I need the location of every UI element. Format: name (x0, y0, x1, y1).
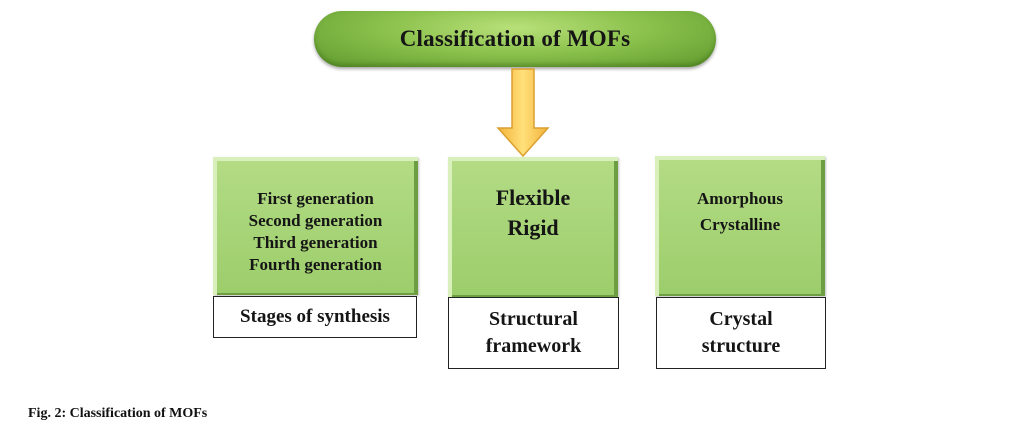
figure-caption: Fig. 2: Classification of MOFs (28, 406, 208, 421)
list-item: Third generation (253, 233, 378, 252)
title-pill: Classification of MOFs (314, 11, 716, 67)
category-label-synthesis: Stages of synthesis (213, 296, 417, 338)
list-item: Second generation (248, 211, 383, 230)
list-item: Flexible (495, 185, 571, 210)
list-item: Fourth generation (249, 255, 382, 274)
category-box-framework: Flexible Rigid (448, 157, 618, 297)
category-label-framework: Structural framework (448, 297, 619, 369)
down-arrow-icon (496, 68, 550, 158)
list-item: Amorphous (697, 189, 783, 208)
category-box-crystal: Amorphous Crystalline (655, 156, 825, 296)
list-item: First generation (257, 189, 374, 208)
category-label-text: Crystal structure (701, 308, 781, 357)
list-item: Crystalline (699, 215, 781, 234)
category-items: Flexible Rigid (496, 183, 571, 271)
diagram-title: Classification of MOFs (399, 26, 631, 51)
category-items: Amorphous Crystalline (697, 186, 783, 266)
category-items: First generation Second generation Third… (249, 176, 383, 276)
category-box-synthesis: First generation Second generation Third… (213, 157, 418, 295)
list-item: Rigid (507, 215, 559, 240)
category-label-crystal: Crystal structure (656, 297, 826, 369)
category-label-text: Structural framework (485, 308, 582, 357)
